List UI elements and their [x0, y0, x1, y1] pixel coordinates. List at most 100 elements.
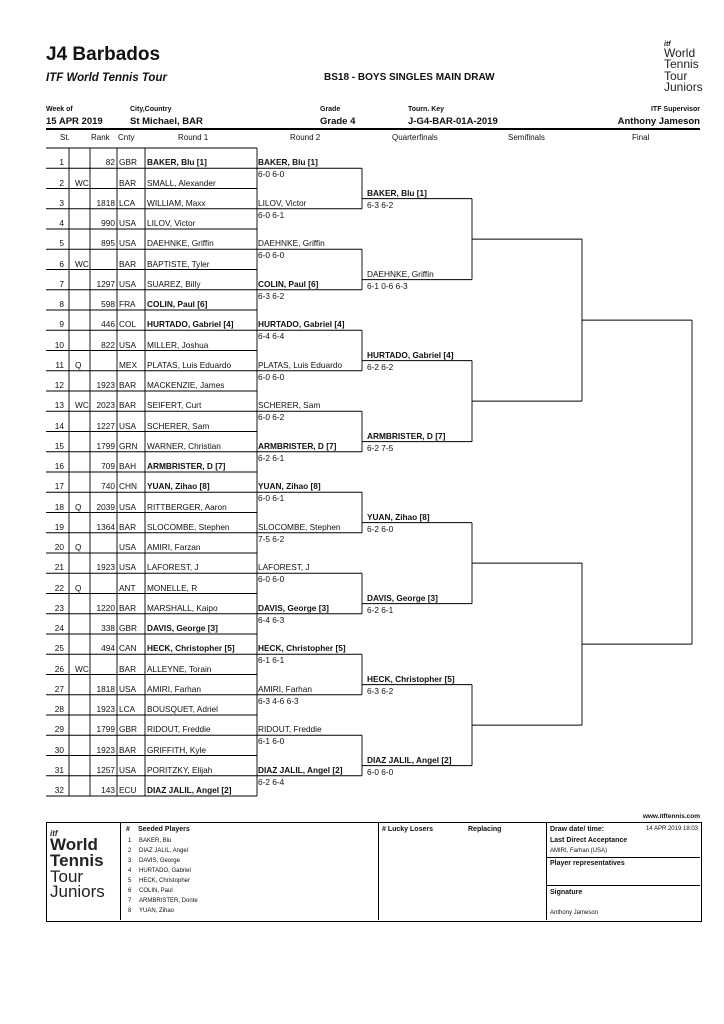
draw-position: 14 — [54, 420, 64, 431]
player-rank: 1227 — [96, 420, 115, 431]
draw-position: 27 — [54, 683, 64, 694]
entry-status: Q — [75, 582, 82, 593]
draw-position: 12 — [54, 380, 64, 390]
col-semifinals: Semifinals — [508, 133, 545, 142]
player-rank: 494 — [101, 643, 115, 654]
player-country: USA — [119, 420, 137, 431]
player-country: BAR — [119, 744, 137, 755]
player-name: GRIFFITH, Kyle — [147, 744, 207, 755]
city-label: City,Country — [130, 106, 172, 113]
col-rank: Rank — [91, 133, 110, 142]
player-rank: 1818 — [96, 197, 115, 208]
player-name: AMIRI, Farhan — [147, 683, 201, 694]
r2-winner: SLOCOMBE, Stephen — [258, 521, 341, 532]
entry-status: Q — [75, 542, 82, 552]
entry-status: Q — [75, 359, 82, 370]
r2-winner: HURTADO, Gabriel [4] — [258, 319, 345, 330]
col-round1: Round 1 — [178, 133, 209, 142]
qf-score: 6-2 6-1 — [367, 604, 394, 615]
last-direct-value: AMIRI, Farhan (USA) — [550, 848, 608, 854]
draw-position: 29 — [54, 724, 64, 735]
player-country: USA — [119, 238, 137, 249]
player-country: CHN — [119, 481, 137, 492]
seed-player-name: DIAZ JALIL, Angel — [139, 848, 189, 854]
draw-date-value: 14 APR 2019 18:03 — [645, 826, 698, 832]
draw-position: 31 — [54, 764, 64, 775]
grade-value: Grade 4 — [320, 116, 356, 127]
player-country: BAR — [119, 400, 137, 411]
player-country: GRN — [119, 440, 138, 451]
player-name: AMIRI, Farzan — [147, 542, 201, 552]
draw-position: 30 — [54, 744, 64, 755]
r2-winner: RIDOUT, Freddie — [258, 724, 322, 735]
player-country: BAR — [119, 380, 137, 390]
player-rank: 1923 — [96, 704, 115, 714]
player-rank: 1799 — [96, 440, 115, 451]
draw-position: 21 — [54, 562, 64, 573]
draw-position: 25 — [54, 643, 64, 654]
tourn-key-label: Tourn. Key — [408, 106, 445, 113]
player-rank: 1923 — [96, 744, 115, 755]
player-name: RITTBERGER, Aaron — [147, 501, 227, 512]
qf-score: 6-1 0-6 6-3 — [367, 280, 408, 291]
r2-score: 6-1 6-1 — [258, 655, 285, 666]
player-country: COL — [119, 319, 137, 330]
player-name: COLIN, Paul [6] — [147, 299, 208, 309]
player-country: USA — [119, 562, 137, 573]
r2-score: 6-0 6-2 — [258, 412, 285, 423]
r2-score: 6-0 6-0 — [258, 250, 285, 261]
player-country: LCA — [119, 197, 136, 208]
r2-score: 7-5 6-2 — [258, 533, 285, 544]
player-country: GBR — [119, 623, 137, 633]
player-name: SEIFERT, Curt — [147, 400, 202, 411]
player-country: BAR — [119, 521, 137, 532]
player-country: MEX — [119, 359, 137, 370]
r2-winner: SCHERER, Sam — [258, 400, 321, 411]
seeded-hash: # — [126, 826, 130, 833]
player-country: ANT — [119, 582, 136, 593]
entry-status: WC — [75, 400, 89, 411]
r2-score: 6-2 6-4 — [258, 776, 285, 787]
player-country: USA — [119, 764, 137, 775]
player-rank: 1297 — [96, 278, 115, 289]
player-name: RIDOUT, Freddie — [147, 724, 211, 735]
r2-winner: BAKER, Blu [1] — [258, 157, 318, 168]
player-rank: 2039 — [96, 501, 115, 512]
draw-position: 10 — [54, 339, 64, 350]
seed-number: 4 — [128, 868, 132, 874]
draw-position: 32 — [54, 785, 64, 795]
r2-score: 6-0 6-0 — [258, 371, 285, 382]
draw-position: 7 — [59, 278, 64, 289]
draw-position: 4 — [59, 218, 64, 228]
seed-number: 7 — [128, 898, 132, 904]
seed-player-name: HURTADO, Gabriel — [139, 868, 191, 874]
seed-player-name: YUAN, Zihao — [139, 908, 175, 914]
draw-position: 6 — [59, 258, 64, 269]
player-country: GBR — [119, 724, 137, 735]
week-label: Week of — [46, 106, 73, 113]
signature-value: Anthony Jameson — [550, 910, 599, 916]
qf-score: 6-3 6-2 — [367, 685, 394, 696]
draw-position: 15 — [54, 440, 64, 451]
player-name: DAEHNKE, Griffin — [147, 238, 214, 249]
col-quarterfinals: Quarterfinals — [392, 133, 438, 142]
signature-label: Signature — [550, 889, 583, 896]
r2-score: 6-4 6-4 — [258, 331, 285, 342]
player-rank: 1818 — [96, 683, 115, 694]
entry-status: WC — [75, 258, 89, 269]
r2-score: 6-0 6-0 — [258, 169, 285, 180]
draw-position: 19 — [54, 521, 64, 532]
draw-position: 22 — [54, 582, 64, 593]
seed-number: 1 — [128, 838, 132, 844]
r2-winner: DAEHNKE, Griffin — [258, 238, 325, 249]
player-name: BAPTISTE, Tyler — [147, 258, 210, 269]
player-name: ALLEYNE, Torain — [147, 663, 212, 674]
draw-position: 28 — [54, 704, 64, 714]
player-rank: 338 — [101, 623, 115, 633]
player-name: MARSHALL, Kaipo — [147, 602, 218, 613]
seed-player-name: HECK, Christopher — [139, 878, 191, 884]
seed-player-name: COLIN, Paul — [139, 888, 173, 894]
player-name: DAVIS, George [3] — [147, 623, 218, 633]
r2-winner: LILOV, Victor — [258, 197, 307, 208]
